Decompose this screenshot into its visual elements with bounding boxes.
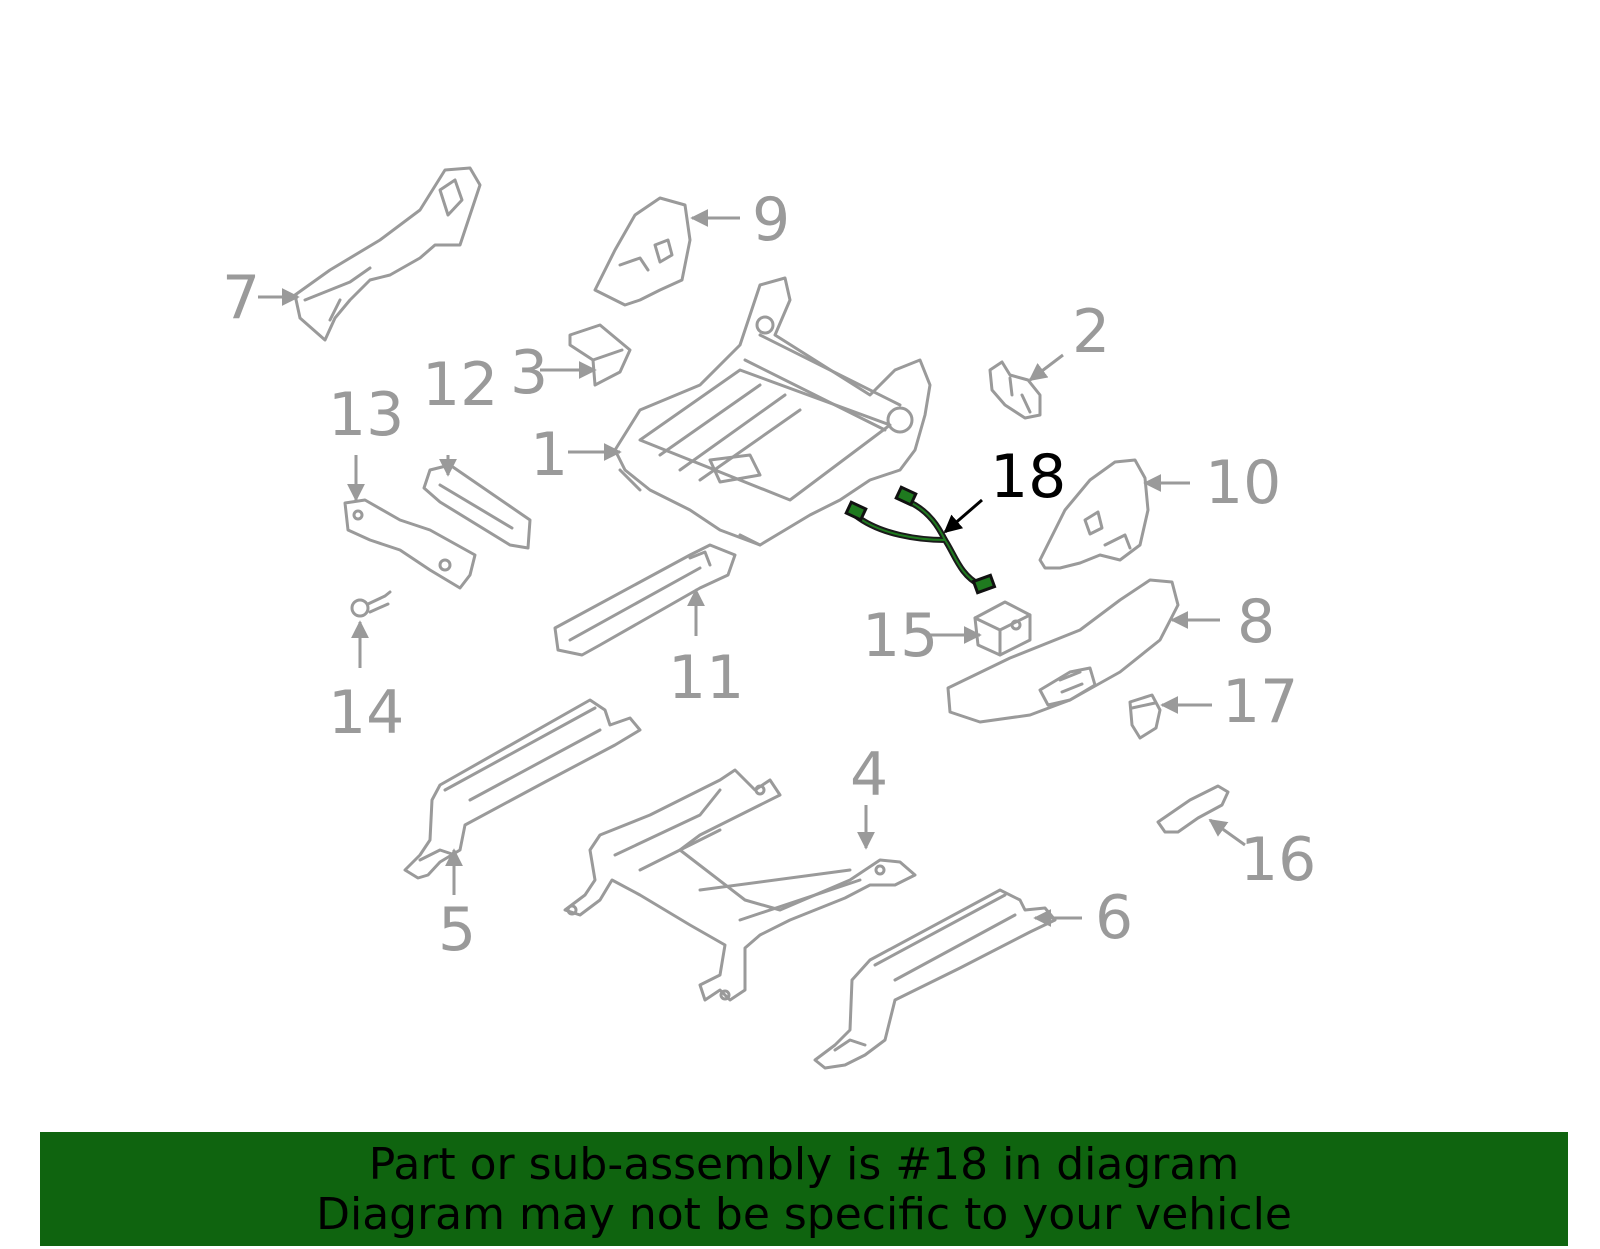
part-15-switch-module bbox=[973, 600, 1032, 657]
harness-connector-2 bbox=[894, 485, 918, 507]
callout-label-16: 16 bbox=[1240, 825, 1316, 895]
callout-label-17: 17 bbox=[1222, 667, 1298, 737]
callout-label-10: 10 bbox=[1205, 448, 1281, 518]
callout-label-14: 14 bbox=[328, 678, 404, 748]
part-9-recliner-cover bbox=[593, 196, 692, 307]
part-18-wiring-harness bbox=[844, 485, 997, 595]
part-7-side-shield bbox=[293, 166, 482, 342]
callout-label-4: 4 bbox=[850, 740, 888, 810]
harness-connector-3 bbox=[971, 573, 997, 595]
callout-label-9: 9 bbox=[752, 185, 790, 255]
part-17-clip bbox=[1128, 693, 1162, 740]
callout-label-8: 8 bbox=[1237, 587, 1275, 657]
callout-label-18: 18 bbox=[990, 442, 1066, 512]
part-11-rail-cover bbox=[553, 543, 737, 657]
callout-label-12: 12 bbox=[422, 350, 498, 420]
part-4-seat-base bbox=[563, 768, 917, 1002]
part-6-seat-track bbox=[813, 888, 1057, 1070]
leader-16 bbox=[1208, 818, 1246, 847]
part-16-bracket bbox=[1156, 784, 1230, 834]
callout-label-7: 7 bbox=[222, 263, 260, 333]
callout-label-1: 1 bbox=[530, 420, 568, 490]
callout-label-3: 3 bbox=[510, 338, 548, 408]
part-12-trim bbox=[422, 463, 532, 550]
callout-labels: 1 2 3 4 5 6 7 8 9 10 11 12 13 14 15 16 1… bbox=[222, 185, 1316, 965]
part-1-seat-frame bbox=[613, 276, 932, 547]
callout-label-5: 5 bbox=[438, 895, 476, 965]
part-10-recliner-cover bbox=[1038, 458, 1150, 570]
callout-label-2: 2 bbox=[1072, 297, 1110, 367]
harness-connector-1 bbox=[844, 500, 868, 522]
banner-line-2: Diagram may not be specific to your vehi… bbox=[316, 1189, 1292, 1240]
part-14-screw bbox=[350, 590, 392, 618]
banner-line-1: Part or sub-assembly is #18 in diagram bbox=[368, 1139, 1240, 1190]
part-2-bracket bbox=[988, 360, 1042, 420]
callout-label-15: 15 bbox=[862, 601, 938, 671]
info-banner: Part or sub-assembly is #18 in diagram D… bbox=[40, 1132, 1568, 1246]
leader-18 bbox=[943, 498, 983, 534]
part-3-cap bbox=[568, 323, 632, 387]
part-13-trim bbox=[343, 498, 477, 590]
part-8-side-shield bbox=[946, 578, 1180, 724]
part-5-seat-track bbox=[403, 698, 642, 880]
callout-label-13: 13 bbox=[328, 380, 404, 450]
leader-lines bbox=[258, 209, 1246, 927]
leader-2 bbox=[1028, 353, 1064, 382]
callout-label-6: 6 bbox=[1095, 883, 1133, 953]
callout-label-11: 11 bbox=[668, 643, 744, 713]
